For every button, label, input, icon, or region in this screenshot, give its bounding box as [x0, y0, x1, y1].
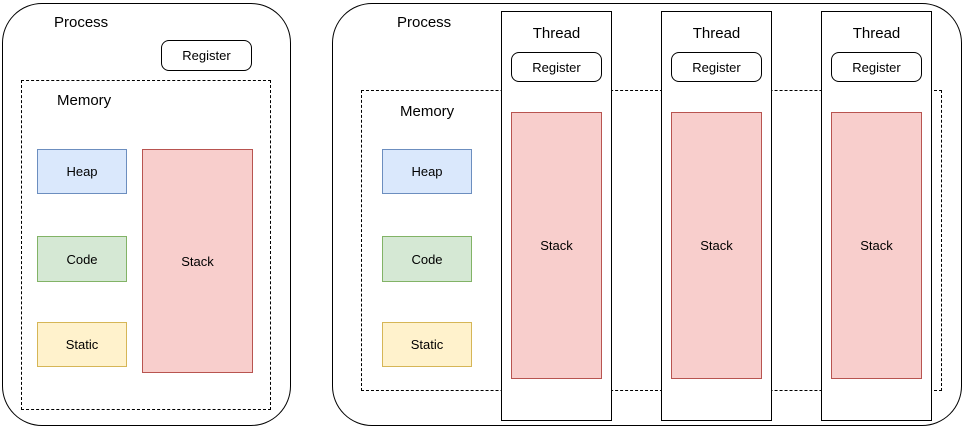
code-label: Code: [66, 251, 98, 267]
stack-label: Stack: [181, 253, 214, 269]
process-title: Process: [54, 14, 109, 31]
memory-title: Memory: [57, 92, 112, 109]
register-box: Register: [831, 52, 922, 82]
static-label: Static: [65, 337, 99, 352]
static-box: Static: [37, 322, 127, 367]
static-box: Static: [382, 322, 472, 367]
memory-title: Memory: [400, 103, 455, 120]
register-label: Register: [852, 59, 901, 75]
stack-label: Stack: [700, 238, 733, 253]
heap-label: Heap: [411, 164, 443, 179]
thread-box: Thread Register Stack: [661, 11, 772, 421]
heap-box: Heap: [37, 149, 127, 194]
register-label: Register: [692, 59, 741, 75]
heap-label: Heap: [66, 164, 98, 179]
multi-thread-process-box: Process Memory Heap Code Static Thread R…: [332, 3, 962, 426]
stack-box: Stack: [671, 112, 762, 379]
static-label: Static: [410, 337, 444, 352]
process-title: Process: [397, 14, 452, 31]
register-label: Register: [532, 59, 581, 75]
thread-title: Thread: [852, 25, 901, 42]
thread-title: Thread: [532, 25, 581, 42]
register-box: Register: [511, 52, 602, 82]
thread-box: Thread Register Stack: [501, 11, 612, 421]
heap-box: Heap: [382, 149, 472, 194]
code-box: Code: [382, 236, 472, 282]
single-thread-process-box: Process Register Memory Heap Code Static…: [2, 3, 291, 426]
register-box: Register: [161, 40, 252, 71]
thread-title: Thread: [692, 25, 741, 42]
memory-box: Memory Heap Code Static: [361, 90, 942, 391]
stack-box: Stack: [511, 112, 602, 379]
code-label: Code: [411, 251, 443, 267]
stack-box: Stack: [142, 149, 253, 373]
stack-box: Stack: [831, 112, 922, 379]
register-label: Register: [182, 48, 231, 63]
code-box: Code: [37, 236, 127, 282]
stack-label: Stack: [540, 238, 573, 253]
thread-box: Thread Register Stack: [821, 11, 932, 421]
stack-label: Stack: [860, 238, 893, 253]
memory-box: Memory Heap Code Static Stack: [21, 80, 271, 410]
register-box: Register: [671, 52, 762, 82]
